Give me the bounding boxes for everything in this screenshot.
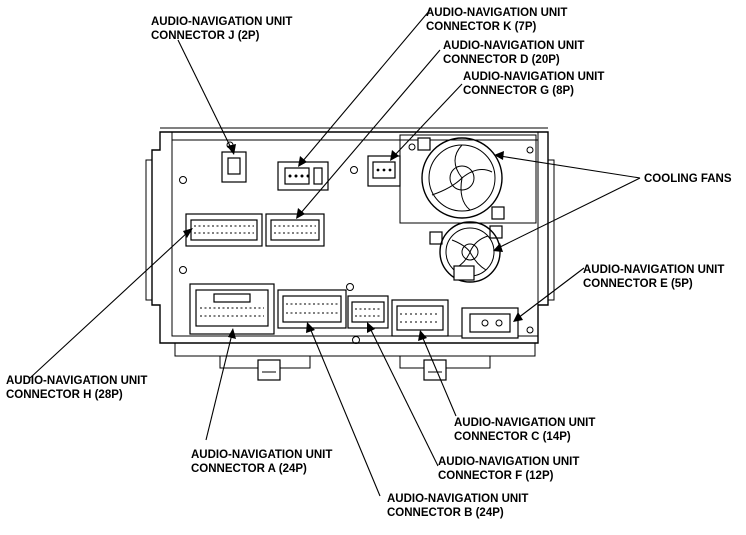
label-connector-j-line2: CONNECTOR J (2P)	[151, 30, 260, 42]
label-connector-d-line1: AUDIO-NAVIGATION UNIT	[443, 40, 584, 52]
connector-g	[367, 155, 401, 187]
label-connector-k-line1: AUDIO-NAVIGATION UNIT	[426, 7, 567, 19]
label-connector-f-line2: CONNECTOR F (12P)	[438, 470, 554, 482]
label-connector-c-line2: CONNECTOR C (14P)	[454, 431, 571, 443]
cooling-fans	[399, 134, 537, 283]
label-connector-h: AUDIO-NAVIGATION UNIT CONNECTOR H (28P)	[6, 375, 151, 401]
label-connector-g-line1: AUDIO-NAVIGATION UNIT	[463, 71, 604, 83]
label-connector-a-line2: CONNECTOR A (24P)	[191, 463, 307, 475]
unit-housing	[145, 127, 555, 381]
connector-c	[391, 299, 449, 337]
label-connector-a-line1: AUDIO-NAVIGATION UNIT	[191, 449, 332, 461]
connector-h	[185, 213, 263, 247]
label-connector-k: AUDIO-NAVIGATION UNIT CONNECTOR K (7P)	[426, 7, 571, 33]
label-connector-b-line1: AUDIO-NAVIGATION UNIT	[387, 493, 528, 505]
label-connector-g: AUDIO-NAVIGATION UNIT CONNECTOR G (8P)	[463, 71, 608, 97]
label-connector-k-line2: CONNECTOR K (7P)	[426, 21, 536, 33]
label-connector-j-line1: AUDIO-NAVIGATION UNIT	[151, 16, 292, 28]
connector-a	[189, 283, 275, 335]
label-connector-e-line1: AUDIO-NAVIGATION UNIT	[583, 264, 724, 276]
label-connector-b: AUDIO-NAVIGATION UNIT CONNECTOR B (24P)	[387, 493, 532, 519]
label-connector-e-line2: CONNECTOR E (5P)	[583, 278, 693, 290]
label-connector-c: AUDIO-NAVIGATION UNIT CONNECTOR C (14P)	[454, 417, 599, 443]
label-connector-j: AUDIO-NAVIGATION UNIT CONNECTOR J (2P)	[151, 16, 296, 42]
connector-j	[221, 151, 247, 183]
label-connector-d-line2: CONNECTOR D (20P)	[443, 54, 560, 66]
label-connector-e: AUDIO-NAVIGATION UNIT CONNECTOR E (5P)	[583, 264, 728, 290]
label-connector-h-line1: AUDIO-NAVIGATION UNIT	[6, 375, 147, 387]
connector-k	[277, 161, 329, 191]
label-connector-f-line1: AUDIO-NAVIGATION UNIT	[438, 456, 579, 468]
connector-f	[347, 295, 389, 329]
label-cooling-fans-line1: COOLING FANS	[644, 173, 732, 185]
label-connector-d: AUDIO-NAVIGATION UNIT CONNECTOR D (20P)	[443, 40, 588, 66]
leader-lines	[29, 9, 641, 497]
label-cooling-fans: COOLING FANS	[644, 173, 732, 185]
label-connector-f: AUDIO-NAVIGATION UNIT CONNECTOR F (12P)	[438, 456, 583, 482]
label-connector-a: AUDIO-NAVIGATION UNIT CONNECTOR A (24P)	[191, 449, 336, 475]
connector-d	[265, 213, 325, 247]
label-connector-g-line2: CONNECTOR G (8P)	[463, 85, 574, 97]
label-connector-h-line2: CONNECTOR H (28P)	[6, 389, 123, 401]
connector-e	[461, 307, 519, 339]
connector-b	[277, 289, 347, 329]
label-connector-c-line1: AUDIO-NAVIGATION UNIT	[454, 417, 595, 429]
label-connector-b-line2: CONNECTOR B (24P)	[387, 507, 504, 519]
